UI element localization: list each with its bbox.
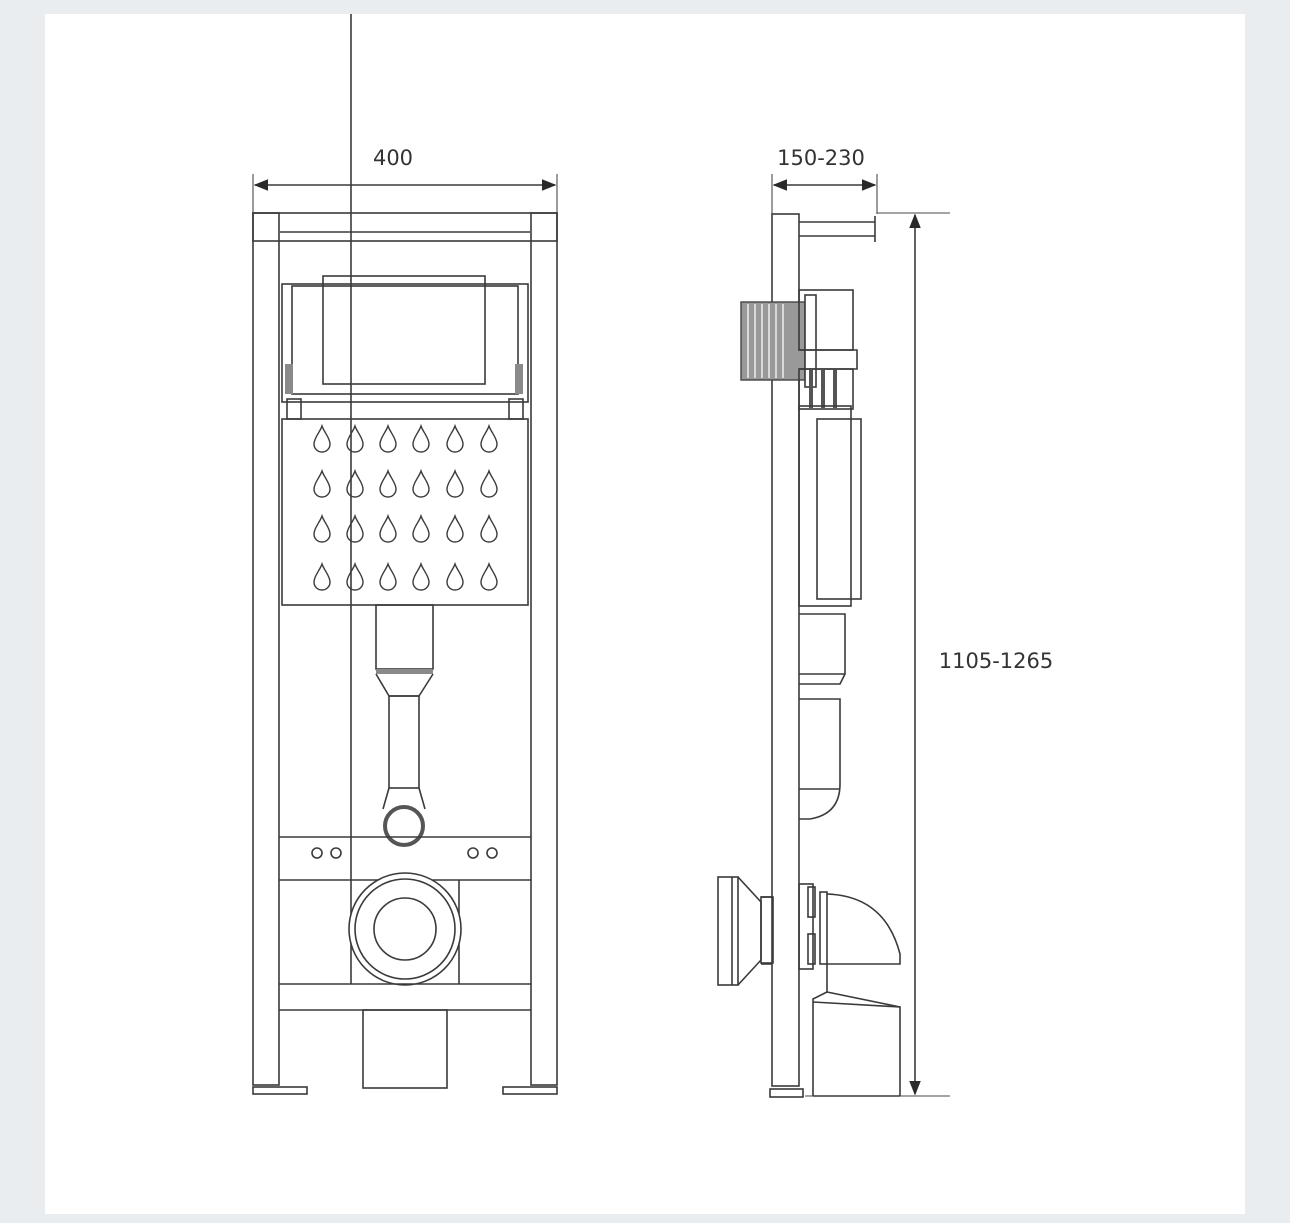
depth-dimension-label: 150-230: [777, 146, 865, 170]
cistern-body: [281, 418, 529, 606]
flush-pipe: [375, 604, 434, 847]
technical-drawing: [252, 14, 950, 1098]
outlet-connector: [717, 876, 774, 986]
front-view: [252, 14, 558, 1095]
water-inlet: [740, 294, 817, 388]
drawing-canvas: 400 150-230 1105-1265: [45, 14, 1245, 1214]
cistern-top: [281, 275, 529, 420]
width-dimension-label: 400: [372, 146, 414, 170]
drain-outlet: [348, 14, 462, 986]
mounting-bar: [279, 836, 531, 881]
height-dimension-label: 1105-1265: [938, 649, 1054, 673]
depth-dimension-line: [771, 174, 878, 214]
drain-bend: [798, 883, 901, 1097]
width-dimension-line: [252, 174, 558, 214]
side-view: [717, 174, 950, 1098]
